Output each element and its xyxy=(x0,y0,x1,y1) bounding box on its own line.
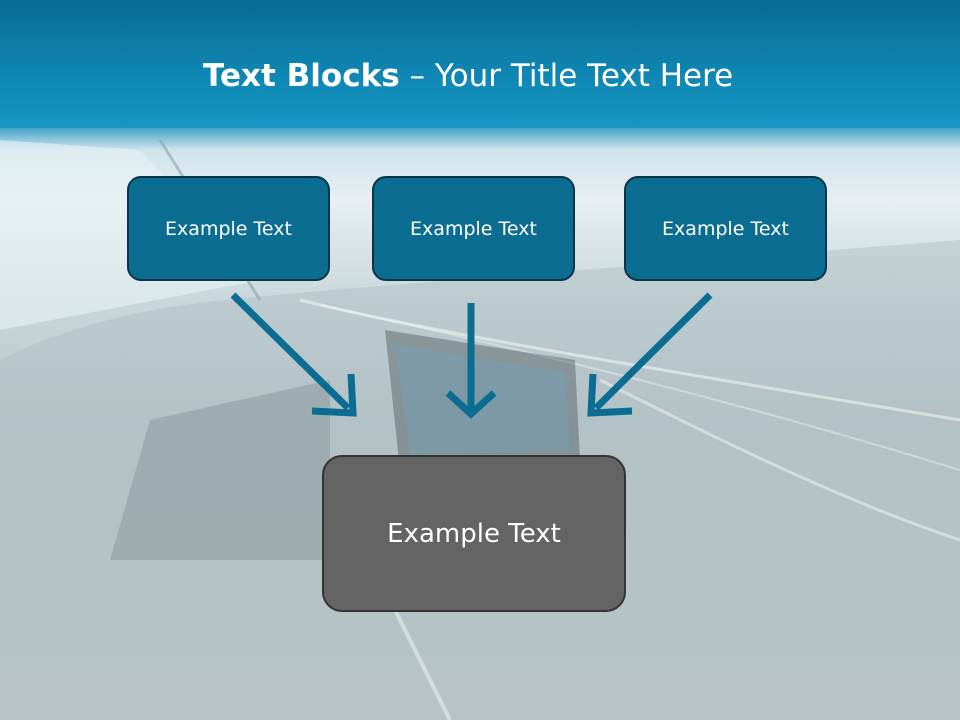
target-block-label: Example Text xyxy=(387,518,561,549)
text-block-3-label: Example Text xyxy=(662,217,789,240)
header-band xyxy=(0,0,960,128)
arrow-down-icon xyxy=(445,303,497,419)
target-block: Example Text xyxy=(322,455,626,612)
text-block-2-label: Example Text xyxy=(410,217,537,240)
slide-title: Text Blocks – Your Title Text Here xyxy=(203,54,903,98)
text-block-1: Example Text xyxy=(127,176,330,281)
text-block-2: Example Text xyxy=(372,176,575,281)
arrow-left-icon xyxy=(230,292,357,417)
title-bold-part: Text Blocks xyxy=(203,58,400,94)
text-block-1-label: Example Text xyxy=(165,217,292,240)
text-block-3: Example Text xyxy=(624,176,827,281)
arrow-right-icon xyxy=(587,292,713,417)
title-light-part: – Your Title Text Here xyxy=(399,58,734,94)
